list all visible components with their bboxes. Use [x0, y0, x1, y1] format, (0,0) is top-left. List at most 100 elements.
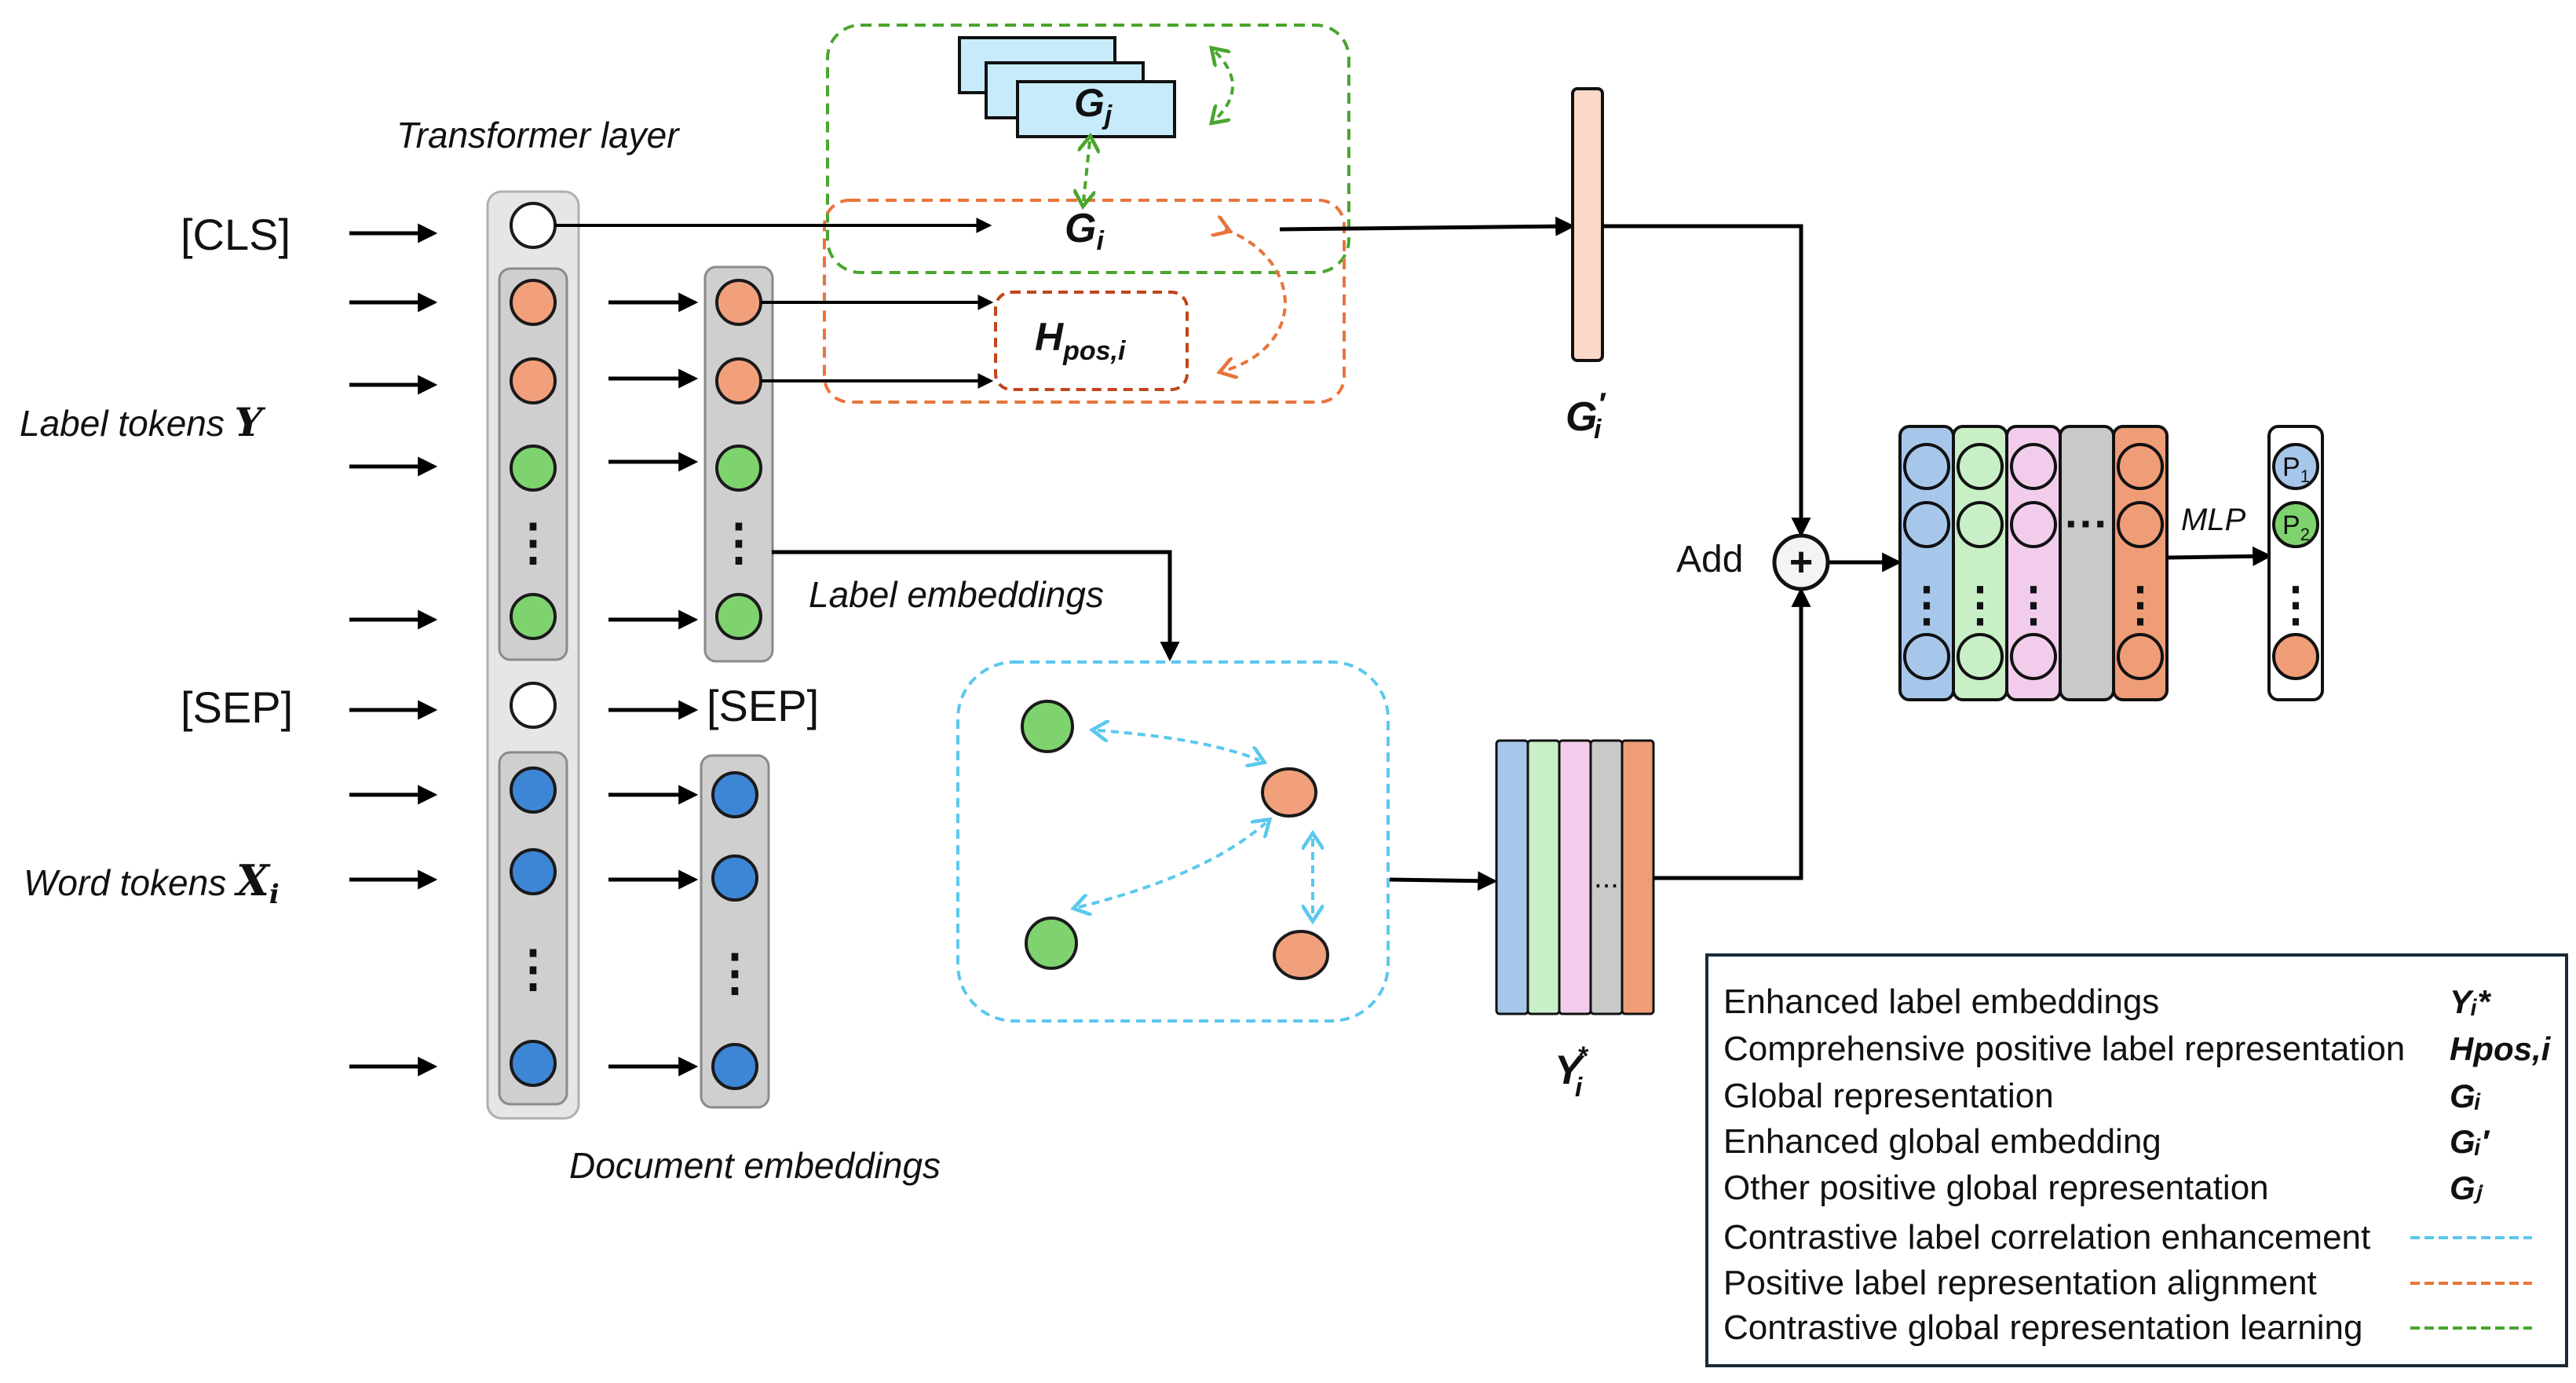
add-label: Add: [1676, 539, 1743, 580]
matrix-cell: [2117, 633, 2164, 680]
graph-edge-cyan: [1098, 730, 1259, 760]
sep-output-label: [SEP]: [707, 681, 819, 730]
graph-node-green: [1021, 700, 1074, 753]
gi-to-gprime-arrow: [1279, 216, 1576, 236]
label-node-orange: [510, 279, 557, 326]
vertical-ellipsis: ⋮: [714, 514, 764, 570]
legend-item-label: Enhanced global embedding: [1723, 1122, 2161, 1161]
contrastive-global-box: [826, 24, 1350, 274]
matrix-column-grey: [2059, 425, 2115, 701]
prediction-p2: [2272, 501, 2319, 548]
matrix-to-output-arrow: [2166, 546, 2273, 566]
label-emb-node-green: [715, 445, 762, 492]
legend-item-label: Other positive global representation: [1723, 1169, 2269, 1207]
strip-ellipsis: ...: [1594, 862, 1619, 895]
word-embedding-block: [700, 754, 770, 1109]
gprime-symbol: G′i: [1566, 387, 1606, 445]
output-ellipsis: ⋮: [2272, 578, 2319, 631]
graph-node-orange: [1261, 767, 1317, 818]
legend-item-symbol: Gⱼ: [2450, 1169, 2484, 1206]
ystar-strip-orange: [1621, 739, 1655, 1015]
legend-item-symbol: Yᵢ*: [2450, 983, 2491, 1020]
prediction-p1: [2272, 443, 2319, 490]
sep-token-label: [SEP]: [181, 682, 293, 732]
label-node-orange: [510, 357, 557, 404]
graph-node-green: [1025, 917, 1078, 970]
label-embedding-column: ⋮: [703, 265, 774, 663]
legend-item-label: Contrastive label correlation enhancemen…: [1723, 1218, 2370, 1257]
matrix-cell: [1903, 443, 1950, 490]
gj-symbol: Gj: [1074, 81, 1113, 130]
gi-symbol: Gi: [1065, 206, 1105, 256]
middle-arrows: [608, 292, 699, 1077]
input-arrows: [349, 223, 438, 1077]
output-predictions: P1 P2 ⋮: [2267, 425, 2324, 701]
mlp-label: MLP: [2181, 503, 2246, 537]
matrix-cell: [1957, 633, 2004, 680]
word-emb-node-blue: [711, 771, 758, 818]
other-global-stack: Gj: [958, 36, 1176, 138]
matrix-cell: [2010, 443, 2057, 490]
legend-box: [1705, 953, 2568, 1367]
legend-item-symbol: Gᵢ′: [2450, 1123, 2490, 1160]
label-node-green: [510, 445, 557, 492]
word-node-blue: [510, 767, 557, 814]
prediction-pn: [2272, 633, 2319, 680]
word-emb-node-blue: [711, 1043, 758, 1090]
ystar-strip-blue: [1495, 739, 1529, 1015]
ystar-to-add-arrow: [1653, 587, 1811, 880]
matrix-cell: [2117, 443, 2164, 490]
cls-token-label: [CLS]: [181, 210, 290, 259]
matrix-cell: [2010, 633, 2057, 680]
enhanced-label-embeddings: ...: [1495, 739, 1655, 1015]
matrix-ellipsis: ⋮: [2010, 578, 2057, 631]
label-node-green: [510, 593, 557, 640]
transformer-column: ⋮ ⋮: [486, 190, 580, 1120]
legend-rows: Enhanced label embeddings Yᵢ* Comprehensiv…: [1723, 982, 2552, 1347]
matrix-hdots: ···: [2065, 499, 2109, 548]
prediction-p1-label: P1: [2282, 452, 2310, 486]
matrix-cell: [2010, 501, 2057, 548]
matrix-cell: [1903, 501, 1950, 548]
output-column: [2267, 425, 2324, 701]
sep-node: [510, 682, 557, 729]
matrix-cell: [1903, 633, 1950, 680]
gprime-to-add-arrow: [1602, 224, 1811, 538]
enhanced-global-bar: [1571, 87, 1604, 362]
word-node-blue: [510, 848, 557, 895]
word-tokens-label: Word tokens Xi: [24, 855, 280, 910]
orange-alignment-arrow: [1225, 229, 1287, 371]
cls-node: [510, 202, 557, 249]
legend-item-label: Comprehensive positive label representat…: [1723, 1030, 2405, 1068]
matrix-column-orange: [2112, 425, 2169, 701]
vertical-ellipsis: ⋮: [508, 940, 558, 997]
matrix-cell: [1957, 443, 2004, 490]
legend-item-label: Positive label representation alignment: [1723, 1264, 2317, 1302]
matrix-ellipsis: ⋮: [1957, 578, 2004, 631]
graph-edge-cyan: [1079, 823, 1266, 907]
label-correlation-graph-box: [956, 660, 1390, 1023]
graph-to-ystar-arrow: [1389, 871, 1498, 891]
matrix-cell: [2117, 501, 2164, 548]
vertical-ellipsis: ⋮: [508, 514, 558, 570]
matrix-cell: [1957, 501, 2004, 548]
matrix-ellipsis: ⋮: [2117, 578, 2164, 631]
plus-icon: +: [1789, 540, 1813, 585]
label-emb-node-green: [715, 593, 762, 640]
input-tokens: [CLS] [SEP] Label tokens Y Word tokens X…: [20, 210, 293, 910]
word-emb-node-blue: [711, 854, 758, 902]
prediction-p2-label: P2: [2282, 510, 2310, 544]
matrix-ellipsis: ⋮: [1903, 578, 1950, 631]
vertical-ellipsis: ⋮: [710, 944, 760, 1001]
legend-item-label: Enhanced label embeddings: [1723, 982, 2159, 1021]
label-to-graph-arrow: [772, 550, 1180, 662]
legend-item-symbol: Hpos,i: [2450, 1030, 2552, 1067]
ystar-symbol: Y*i: [1555, 1041, 1589, 1103]
legend-item-symbol: Gᵢ: [2450, 1077, 2481, 1114]
graph-node-orange: [1273, 930, 1329, 980]
combined-matrix: ⋮ ⋮ ⋮ ··· ⋮: [1898, 425, 2169, 701]
document-embeddings-label: Document embeddings: [569, 1145, 941, 1186]
label-tokens-label: Label tokens Y: [20, 399, 266, 445]
word-node-blue: [510, 1040, 557, 1087]
